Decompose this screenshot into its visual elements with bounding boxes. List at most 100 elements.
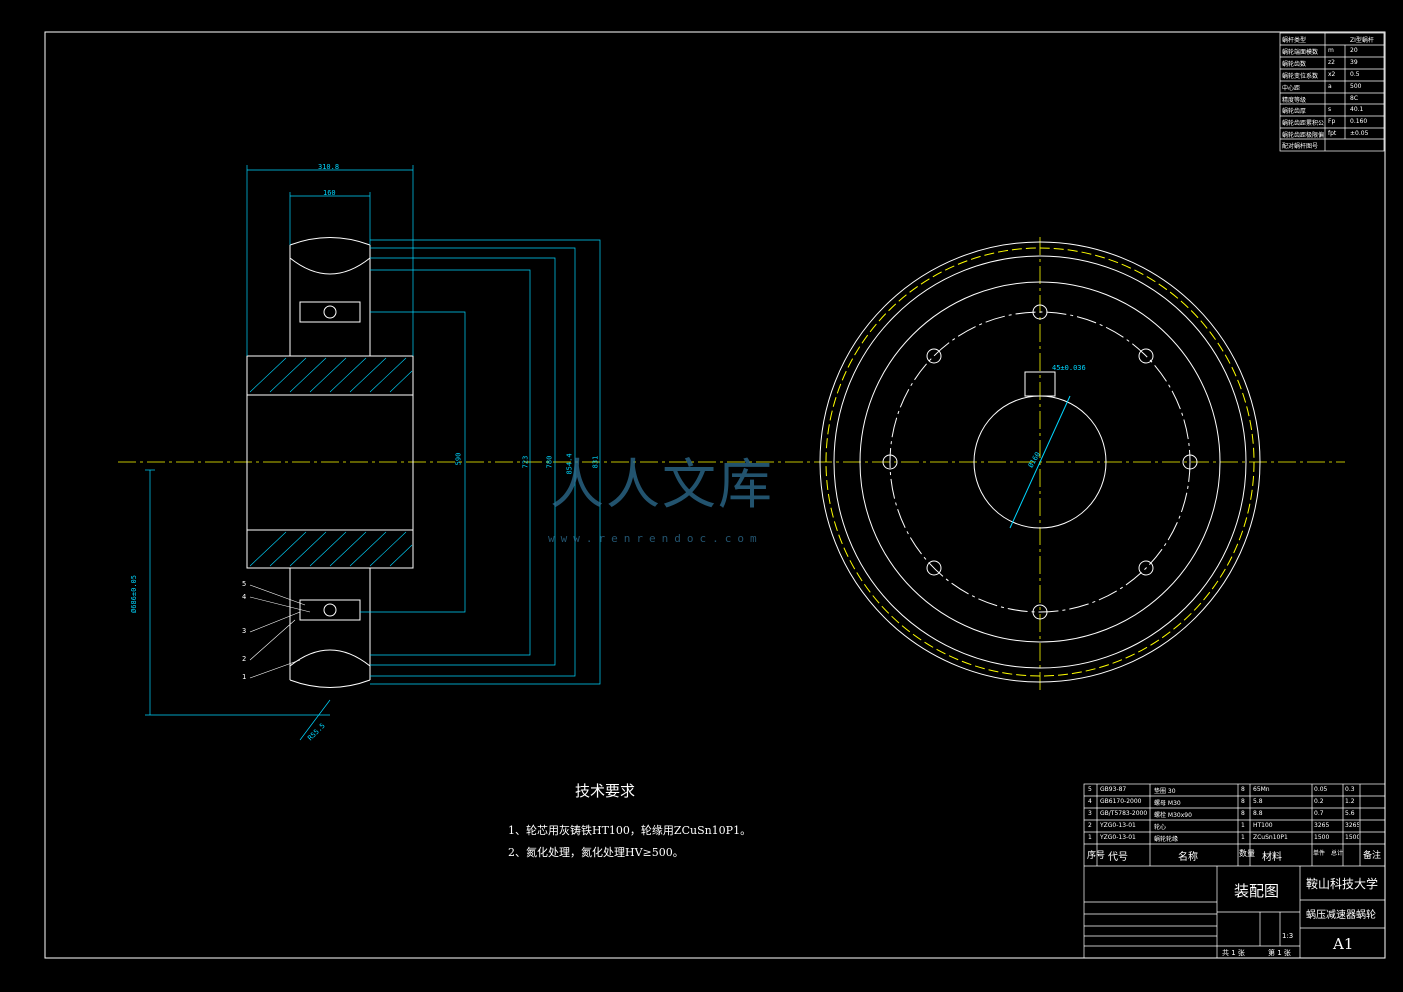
- bom-cell-unit: 0.2: [1314, 798, 1324, 805]
- bom-cell-name: 轮心: [1154, 824, 1167, 831]
- dim-hub-width: 310.8: [318, 163, 340, 171]
- param-symbol: a: [1328, 83, 1332, 90]
- param-label: 蜗杆类型: [1282, 37, 1307, 44]
- bom-cell-total: 1500: [1345, 834, 1359, 841]
- dim-d5: 831: [591, 455, 600, 469]
- bom-cell-no: 2: [1088, 822, 1092, 829]
- bom-cell-total: 5.6: [1345, 810, 1355, 817]
- end-view: [819, 241, 1261, 683]
- param-label: 中心距: [1282, 85, 1301, 92]
- bom-header-cell: 数量: [1239, 849, 1255, 858]
- bom-cell-code: GB93-87: [1100, 786, 1127, 793]
- bom-cell-qty: 1: [1241, 834, 1245, 841]
- watermark-text: 人人文库: [550, 453, 774, 516]
- bom-header-cell: 备注: [1363, 851, 1382, 861]
- param-value: 39: [1350, 59, 1358, 66]
- watermark-url: www.renrendoc.com: [548, 532, 763, 545]
- bom-cell-total: 3265: [1345, 822, 1359, 829]
- bom-cell-material: HT100: [1253, 822, 1273, 829]
- bom-cell-code: YZG0-13-01: [1100, 822, 1136, 829]
- bom-cell-qty: 8: [1241, 798, 1245, 805]
- param-value: 0.160: [1350, 118, 1368, 125]
- balloon-1: 1: [242, 673, 247, 681]
- param-value: 20: [1350, 47, 1358, 54]
- dim-rim-width: 160: [323, 189, 336, 197]
- param-value: ZI型蜗杆: [1350, 37, 1374, 44]
- part-name: 蜗压减速器蜗轮: [1306, 910, 1376, 921]
- param-symbol: Fp: [1328, 118, 1336, 125]
- bom-cell-qty: 8: [1241, 786, 1245, 793]
- param-value: ±0.05: [1350, 130, 1369, 137]
- bom-cell-name: 螺母 M30: [1154, 800, 1181, 807]
- sheet-size: A1: [1333, 935, 1354, 953]
- balloon-leaders: [249, 584, 311, 679]
- section-view: [246, 237, 414, 688]
- bom-cell-no: 1: [1088, 834, 1092, 841]
- bom-cell-code: YZG0-13-01: [1100, 834, 1136, 841]
- bom-cell-total: 0.3: [1345, 786, 1355, 793]
- drawing-name: 装配图: [1234, 882, 1280, 900]
- bom-cell-qty: 8: [1241, 810, 1245, 817]
- bom-cell-code: GB/T5783-2000: [1100, 810, 1148, 817]
- bom-cell-unit: 1500: [1314, 834, 1330, 841]
- dim-d2: 723: [521, 455, 530, 469]
- bom-cell-no: 5: [1088, 786, 1092, 793]
- param-symbol: s: [1328, 106, 1332, 113]
- dimension-lines: [145, 165, 601, 741]
- dim-d4: 854.4: [565, 453, 574, 475]
- bom-cell-name: 蜗轮轮缘: [1154, 836, 1179, 843]
- bom-cell-no: 3: [1088, 810, 1092, 817]
- tech-requirements-title: 技术要求: [575, 782, 636, 800]
- param-label: 配对蜗杆图号: [1282, 143, 1319, 150]
- school-name: 鞍山科技大学: [1306, 877, 1379, 891]
- title-block-grid: [1083, 783, 1386, 959]
- bom-cell-material: 65Mn: [1253, 786, 1270, 793]
- bom-cell-code: GB6170-2000: [1100, 798, 1142, 805]
- param-symbol: z2: [1328, 59, 1335, 66]
- param-value: 0.5: [1350, 71, 1360, 78]
- hub-hatch: [249, 357, 413, 567]
- bom-header-cell: 序号: [1087, 851, 1106, 861]
- param-label: 蜗轮端面模数: [1282, 49, 1319, 56]
- bom-header-cell: 单件: [1313, 850, 1326, 857]
- dim-bolt-circle: Ø686±0.05: [129, 575, 138, 613]
- bom-cell-name: 螺栓 M30x90: [1154, 812, 1192, 819]
- bom-cell-qty: 1: [1241, 822, 1245, 829]
- tech-requirement-line-2: 2、氮化处理，氮化处理HV≥500。: [508, 846, 684, 859]
- param-value: 500: [1350, 83, 1362, 90]
- bom-header-cell: 名称: [1178, 852, 1198, 863]
- bom-cell-unit: 0.05: [1314, 786, 1328, 793]
- bom-cell-no: 4: [1088, 798, 1092, 805]
- tech-requirement-line-1: 1、轮芯用灰铸铁HT100，轮缘用ZCuSn10P1。: [508, 824, 752, 837]
- param-label: 蜗轮齿数: [1282, 61, 1307, 68]
- bom-header-cell: 代号: [1108, 852, 1128, 863]
- bom-cell-unit: 3265: [1314, 822, 1330, 829]
- balloon-5: 5: [242, 580, 247, 588]
- scale: 1:3: [1282, 932, 1294, 940]
- dim-d1: 590: [454, 452, 463, 466]
- params-table-grid: [1279, 32, 1385, 152]
- dim-key: 45±0.036: [1052, 364, 1086, 372]
- sheet-no: 第 1 张: [1268, 949, 1291, 957]
- bom-cell-name: 垫圈 30: [1154, 788, 1176, 795]
- balloon-2: 2: [242, 655, 247, 663]
- balloon-3: 3: [242, 627, 247, 635]
- param-value: 40.1: [1350, 106, 1364, 113]
- param-label: 蜗轮变位系数: [1282, 73, 1319, 80]
- bom-cell-unit: 0.7: [1314, 810, 1324, 817]
- bom-cell-total: 1.2: [1345, 798, 1355, 805]
- sheet-total: 共 1 张: [1222, 949, 1245, 957]
- param-symbol: x2: [1328, 71, 1336, 78]
- param-label: 蜗轮齿距极限偏差: [1282, 132, 1324, 139]
- bom-cell-material: 5.8: [1253, 798, 1263, 805]
- param-label: 蜗轮齿厚: [1282, 108, 1307, 115]
- bom-header-cell: 总计: [1331, 850, 1344, 857]
- bom-cell-material: 8.8: [1253, 810, 1263, 817]
- param-symbol: fpt: [1328, 130, 1337, 137]
- dim-d3: 780: [545, 455, 554, 469]
- bom-cell-material: ZCuSn10P1: [1253, 834, 1288, 841]
- param-label: 蜗轮齿距累积公差: [1282, 120, 1324, 127]
- balloon-4: 4: [242, 593, 247, 601]
- param-symbol: m: [1328, 47, 1334, 54]
